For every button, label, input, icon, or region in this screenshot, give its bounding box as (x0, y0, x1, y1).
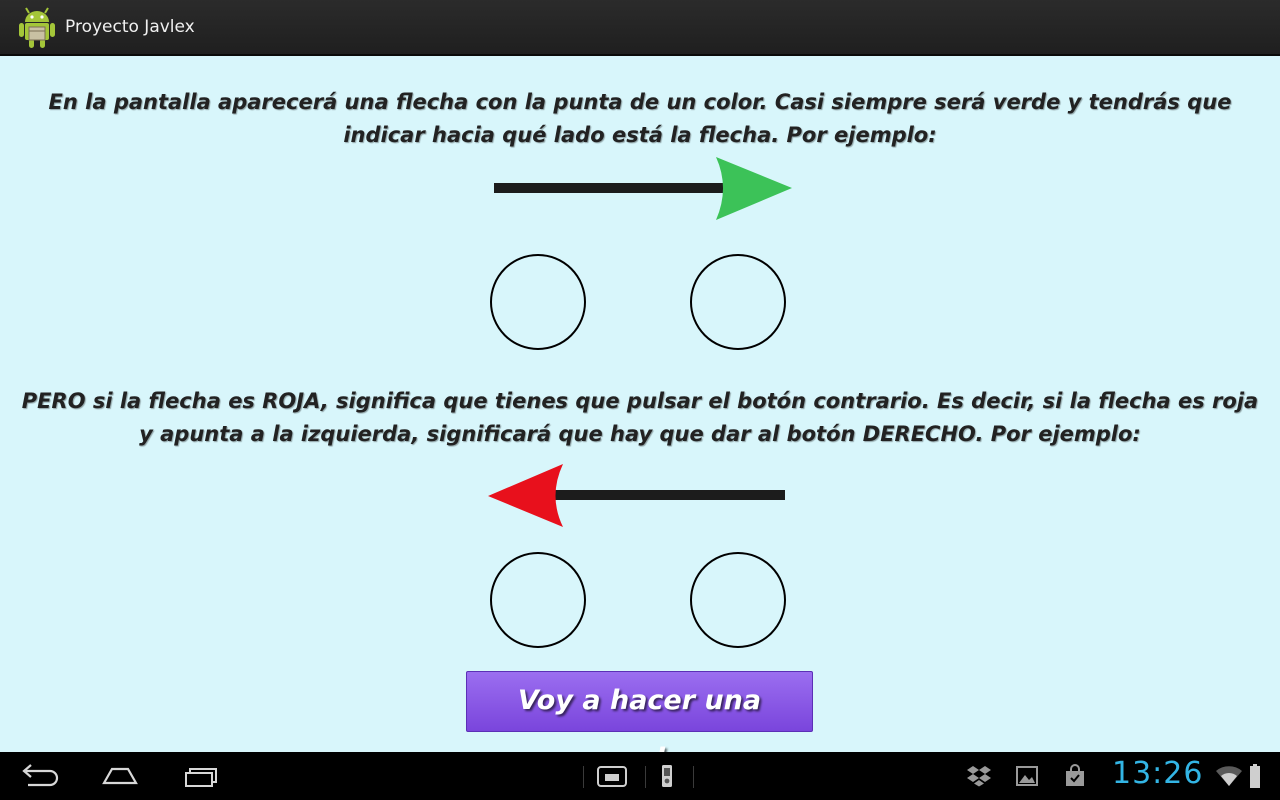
instruction-text-red: PERO si la flecha es ROJA, significa que… (21, 389, 1259, 446)
nav-separator (693, 766, 694, 788)
instruction-text-green: En la pantalla aparecerá una flecha con … (48, 90, 1232, 147)
left-answer-button-example-1[interactable] (490, 254, 586, 350)
android-robot-icon[interactable] (17, 6, 57, 50)
screenshot-icon[interactable] (594, 752, 630, 800)
start-test-button[interactable]: Voy a hacer una prueba (466, 671, 813, 774)
instructions-screen: En la pantalla aparecerá una flecha con … (0, 56, 1280, 752)
wifi-icon (1214, 752, 1244, 800)
recent-apps-icon[interactable] (178, 752, 222, 800)
nav-separator (583, 766, 584, 788)
back-icon[interactable] (18, 752, 62, 800)
status-clock: 13:26 (1112, 756, 1204, 791)
battery-icon (1246, 752, 1264, 800)
shopping-bag-icon[interactable] (1060, 752, 1090, 800)
red-arrow-left-icon (488, 464, 785, 527)
left-answer-button-example-2[interactable] (490, 552, 586, 648)
app-title: Proyecto Javlex (65, 17, 195, 37)
nav-separator (645, 766, 646, 788)
dropbox-icon[interactable] (964, 752, 994, 800)
home-icon[interactable] (98, 752, 142, 800)
usb-device-icon[interactable] (656, 752, 678, 800)
green-arrow-right-icon (494, 157, 792, 220)
gallery-icon[interactable] (1012, 752, 1042, 800)
right-answer-button-example-1[interactable] (690, 254, 786, 350)
action-bar: Proyecto Javlex (0, 0, 1280, 56)
right-answer-button-example-2[interactable] (690, 552, 786, 648)
